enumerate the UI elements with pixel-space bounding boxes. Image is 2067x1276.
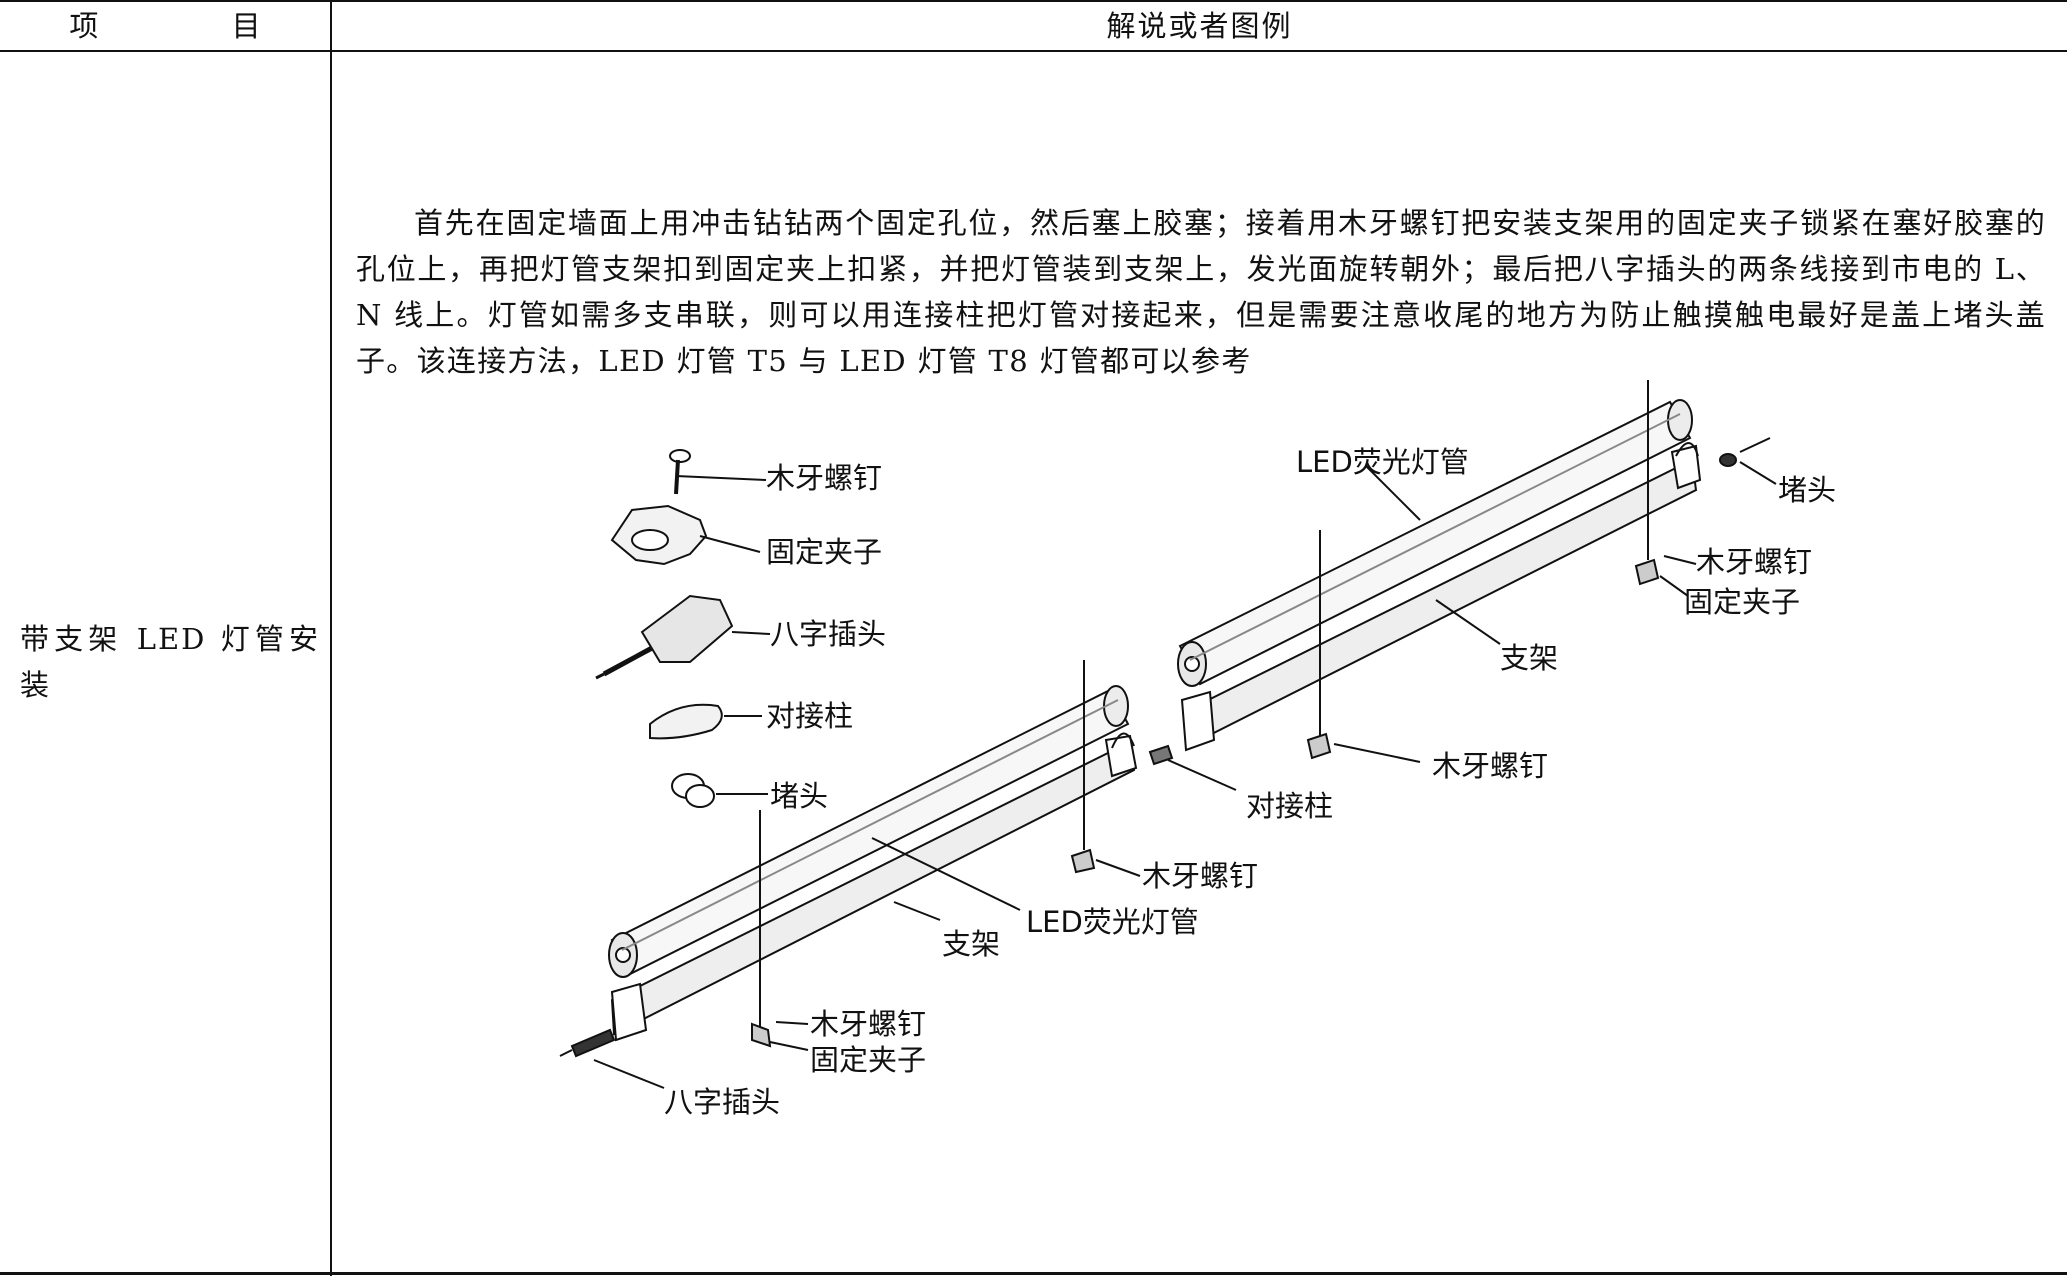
- header-bottom-border: [0, 50, 2067, 52]
- connector-label: 对接柱: [1246, 789, 1333, 823]
- clip-icon: [610, 504, 761, 566]
- header-item: 项 目: [69, 9, 323, 43]
- right-screw-top-icon: [1634, 380, 1660, 586]
- description-paragraph: 首先在固定墙面上用冲击钻钻两个固定孔位，然后塞上胶塞；接着用木牙螺钉把安装支架用…: [356, 206, 2046, 378]
- legend-connector-label: 对接柱: [766, 699, 853, 733]
- left-bracket-label: 支架: [942, 927, 1000, 961]
- left-screw-label: 木牙螺钉: [1142, 859, 1258, 893]
- legend-screw-label: 木牙螺钉: [766, 461, 882, 495]
- left-end-plug-icon: [559, 1028, 616, 1058]
- connector-between-icon: [1148, 744, 1237, 791]
- left-screw-bottom-label: 木牙螺钉: [810, 1007, 926, 1041]
- right-end-cap-icon: [1719, 437, 1777, 485]
- item-name: 带支架 LED 灯管安装: [20, 622, 320, 702]
- table-bottom-border: [0, 1272, 2067, 1275]
- left-clip-bottom-label: 固定夹子: [810, 1043, 926, 1077]
- right-screw-mid-icon: [1306, 530, 1332, 760]
- right-tube-label: LED荧光灯管: [1296, 445, 1469, 479]
- header-description: 解说或者图例: [1106, 9, 1293, 43]
- screw-icon: [669, 449, 767, 495]
- plug-icon: [595, 594, 771, 680]
- right-tube-icon: [1177, 399, 1693, 687]
- left-bracket-icon: [610, 732, 1138, 1042]
- right-screw-mid-label: 木牙螺钉: [1432, 749, 1548, 783]
- left-plug-label: 八字插头: [664, 1085, 780, 1119]
- left-tube-label: LED荧光灯管: [1026, 905, 1199, 939]
- legend-end-cap-label: 堵头: [770, 779, 828, 813]
- right-bracket-icon: [1180, 442, 1702, 752]
- left-screw-right-icon: [1070, 660, 1096, 874]
- right-clip-top-label: 固定夹子: [1684, 585, 1800, 619]
- legend-clip-label: 固定夹子: [766, 535, 882, 569]
- right-bracket-label: 支架: [1500, 641, 1558, 675]
- left-screw-bottom-icon: [751, 810, 772, 1048]
- column-divider: [330, 0, 332, 1276]
- end-cap-icon: [671, 773, 768, 808]
- legend-plug-label: 八字插头: [770, 617, 886, 651]
- connector-icon: [649, 703, 762, 740]
- table-top-border: [0, 0, 2067, 2]
- right-screw-top-label: 木牙螺钉: [1696, 545, 1812, 579]
- left-tube-icon: [608, 685, 1130, 978]
- right-end-cap-label: 堵头: [1778, 473, 1836, 507]
